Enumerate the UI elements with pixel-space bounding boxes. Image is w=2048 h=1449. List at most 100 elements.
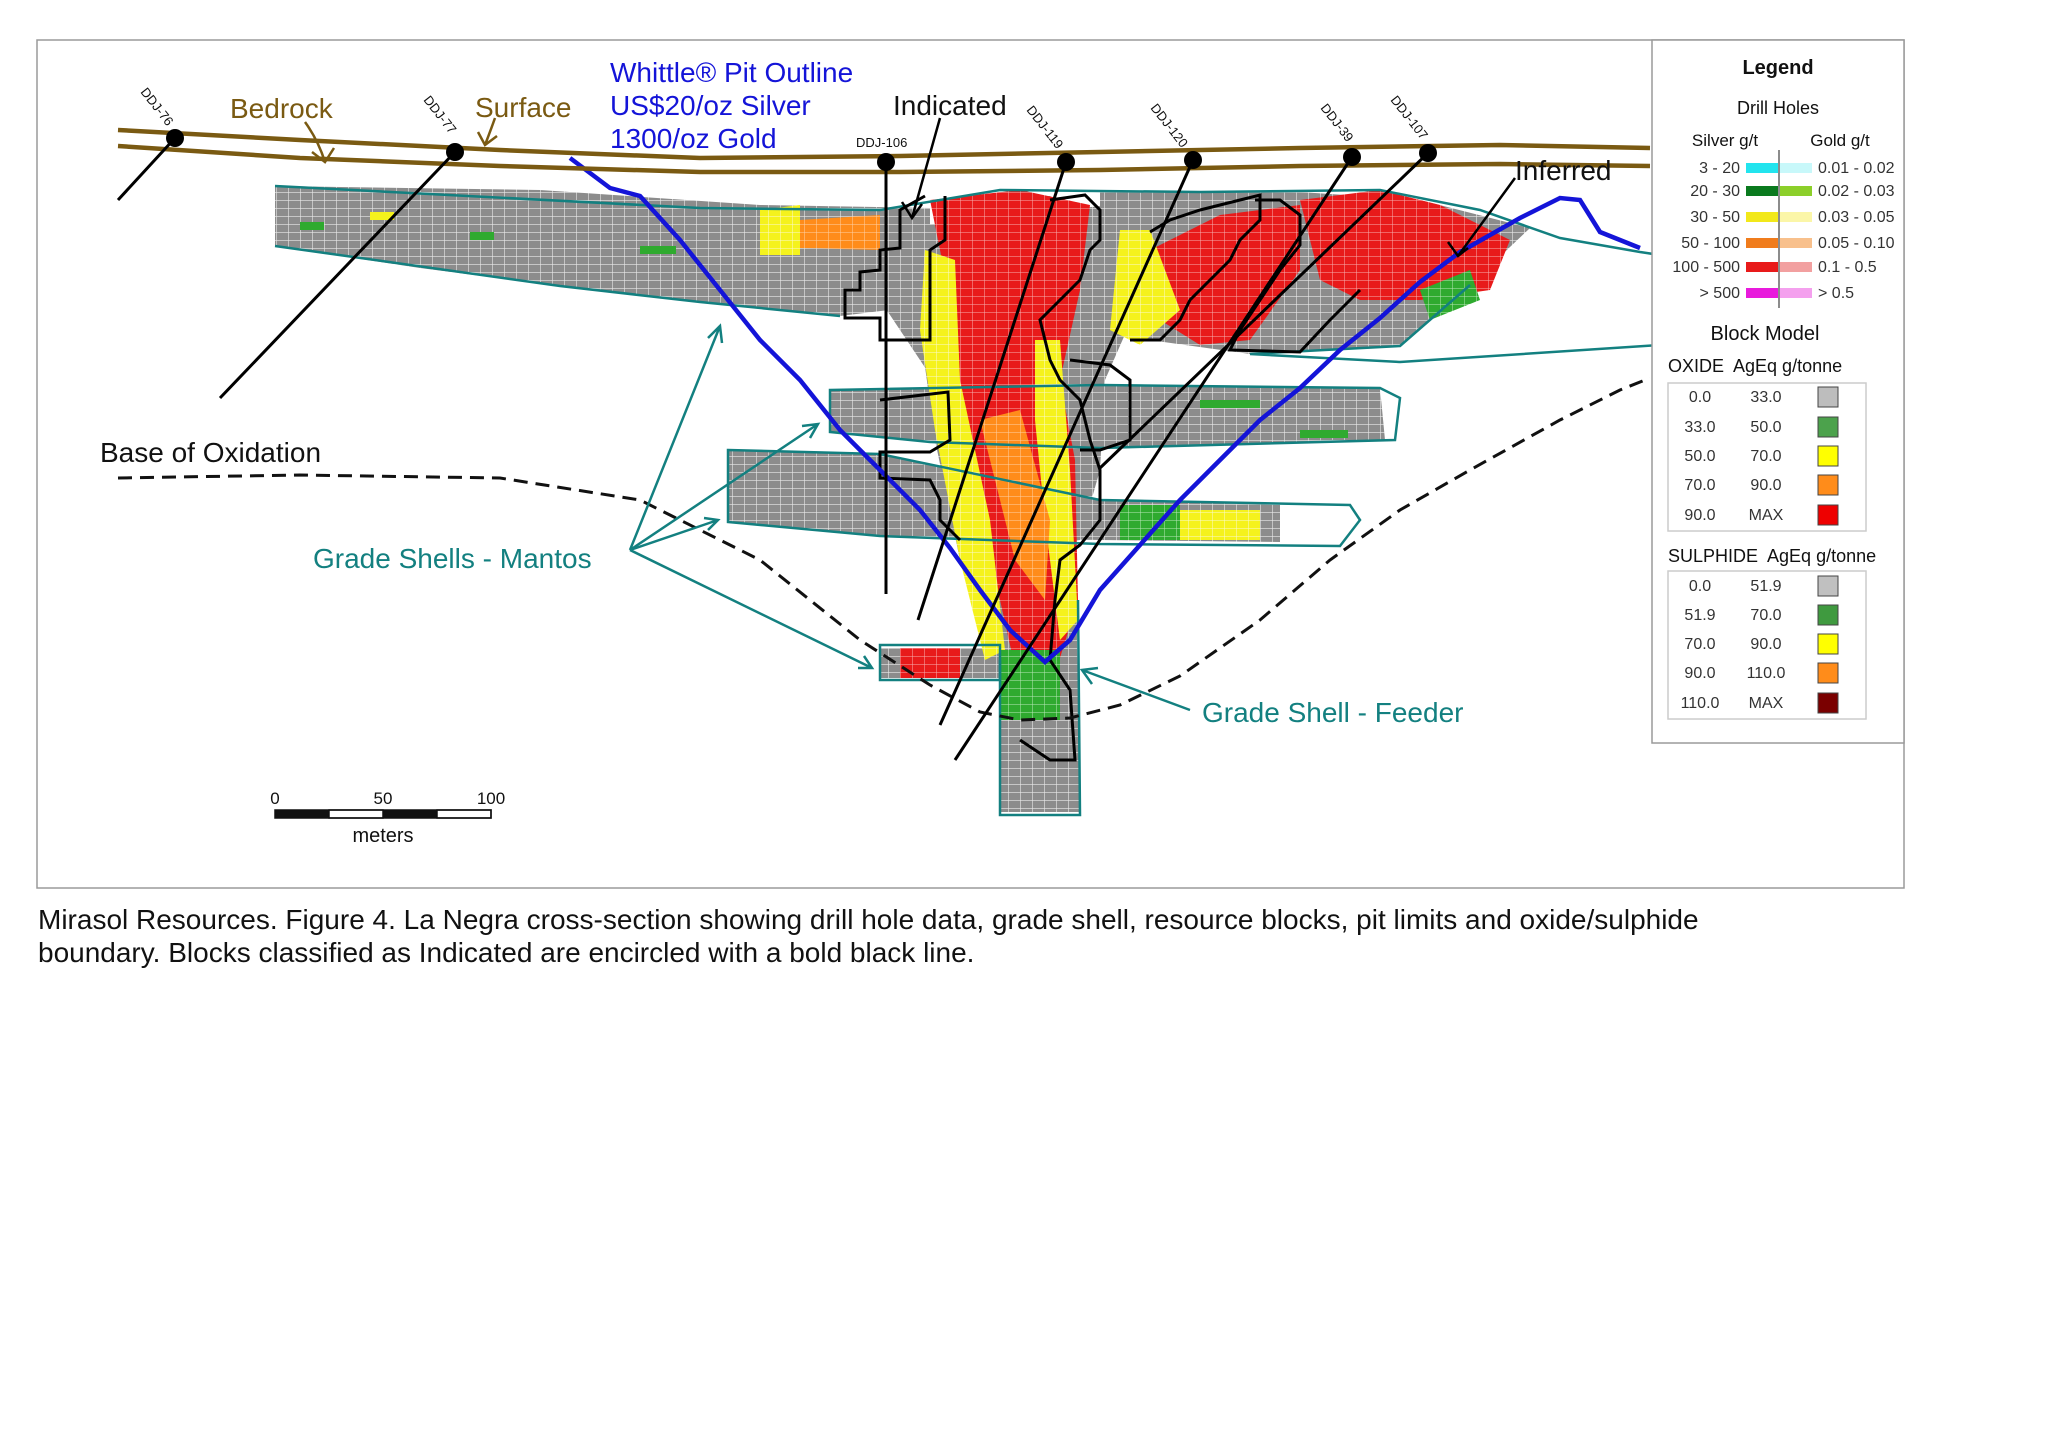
- gold-range: 0.01 - 0.02: [1818, 160, 1895, 177]
- drill-trace-ddj-76: [116, 136, 177, 202]
- gold-swatch: [1780, 186, 1812, 196]
- orange-upper: [800, 215, 880, 250]
- scale-tick-100: 100: [477, 789, 505, 808]
- sulphide-to: 90.0: [1750, 636, 1781, 653]
- inferred-arrow: [1446, 177, 1517, 258]
- oxide-swatch: [1817, 386, 1839, 408]
- caption-line-2: boundary. Blocks classified as Indicated…: [38, 937, 975, 968]
- oxide-to: 90.0: [1750, 477, 1781, 494]
- silver-range: 50 - 100: [1681, 235, 1740, 252]
- scale-bar: 0 50 100 meters: [270, 789, 505, 847]
- gold-range: 0.1 - 0.5: [1818, 259, 1877, 276]
- orange-feeder: [980, 410, 1050, 600]
- silver-swatch: [1746, 186, 1778, 196]
- sulphide-swatch: [1817, 692, 1839, 714]
- shell-upper-base: [274, 244, 841, 318]
- yellow-east: [1110, 230, 1180, 345]
- scale-segment-2: [328, 809, 384, 819]
- sulphide-rows: 0.0 51.9 51.9 70.0 70.0 90.0 90.0 110.0 …: [1681, 575, 1839, 714]
- green-speck-2: [470, 232, 494, 240]
- indicated-arrow: [900, 117, 942, 221]
- silver-range: 3 - 20: [1699, 160, 1740, 177]
- oxide-from: 90.0: [1684, 507, 1715, 524]
- pit-outline: [568, 156, 1641, 666]
- pit-label-line2: US$20/oz Silver: [610, 90, 811, 121]
- silver-swatch: [1746, 238, 1778, 248]
- sulphide-from: 70.0: [1684, 636, 1715, 653]
- annotation-arrows: [303, 117, 1517, 712]
- surface-arrow: [476, 117, 498, 147]
- label-ddj-106: DDJ-106: [856, 135, 907, 150]
- drill-trace-ddj-120: [938, 159, 1195, 726]
- drill-trace-ddj-107: [1098, 151, 1430, 470]
- shell-upper: [274, 184, 1661, 257]
- oxide-from: 0.0: [1689, 389, 1711, 406]
- silver-range: > 500: [1700, 285, 1741, 302]
- indicated-west: [843, 194, 947, 342]
- bedrock-line: [117, 143, 1651, 175]
- legend-silver-header: Silver g/t: [1692, 131, 1758, 150]
- oxide-from: 70.0: [1684, 477, 1715, 494]
- shell-east-base: [1249, 284, 1661, 364]
- manto-middle: [830, 385, 1385, 448]
- gold-swatch: [1780, 262, 1812, 272]
- gold-range: 0.02 - 0.03: [1818, 183, 1895, 200]
- scale-tick-50: 50: [374, 789, 393, 808]
- indicated-east-2: [1227, 198, 1362, 354]
- figure-caption: Mirasol Resources. Figure 4. La Negra cr…: [38, 903, 1918, 969]
- mantos-arrow-4: [629, 548, 875, 670]
- drill-trace-ddj-119: [916, 161, 1068, 621]
- indicated-center: [1069, 358, 1132, 452]
- yellow-lower: [1180, 510, 1260, 540]
- indicated-east-1: [1130, 193, 1262, 342]
- collar-ddj-106: [877, 153, 895, 171]
- collar-ddj-107: [1419, 144, 1437, 162]
- yellow-upper: [760, 205, 800, 255]
- indicated-west-lower: [878, 390, 962, 542]
- mantos-arrow-1: [628, 323, 724, 551]
- drill-collars: [166, 129, 1437, 171]
- sulphide-swatch: [1817, 604, 1839, 626]
- yellow-feeder-west: [920, 250, 1005, 660]
- legend: Legend Drill Holes Silver g/t Gold g/t 3…: [1651, 39, 1905, 744]
- indicated-label: Indicated: [893, 90, 1007, 121]
- gold-range: > 0.5: [1818, 285, 1854, 302]
- sulphide-from: 0.0: [1689, 578, 1711, 595]
- shell-middle: [828, 383, 1402, 450]
- oxide-from: 33.0: [1684, 419, 1715, 436]
- green-speck-1: [300, 222, 324, 230]
- oxide-to: MAX: [1749, 507, 1784, 524]
- legend-gold-header: Gold g/t: [1810, 131, 1870, 150]
- shell-feeder: [998, 599, 1082, 817]
- oxide-to: 33.0: [1750, 389, 1781, 406]
- hot-deep: [900, 648, 960, 678]
- legend-drill-holes-title: Drill Holes: [1737, 98, 1819, 118]
- legend-row: 30 - 50 0.03 - 0.05: [1690, 209, 1894, 226]
- inferred-label: Inferred: [1515, 155, 1612, 186]
- oxide-swatch: [1817, 416, 1839, 438]
- yellow-speck-1: [370, 212, 394, 220]
- grade-blocks: [300, 190, 1510, 720]
- drill-holes: [116, 136, 1430, 761]
- green-east: [1420, 270, 1480, 320]
- silver-range: 100 - 500: [1672, 259, 1740, 276]
- scale-outline: [274, 809, 492, 819]
- legend-row: 3 - 20 0.01 - 0.02: [1699, 160, 1895, 177]
- bedrock-label: Bedrock: [230, 93, 334, 124]
- indicated-feeder: [1019, 193, 1102, 762]
- gold-range: 0.03 - 0.05: [1818, 209, 1895, 226]
- drill-trace-ddj-39: [953, 156, 1354, 761]
- mantos-arrow-2: [629, 422, 821, 552]
- silver-swatch: [1746, 262, 1778, 272]
- scale-tick-0: 0: [270, 789, 279, 808]
- mantos-arrow-3: [629, 516, 721, 552]
- green-speck-3: [640, 246, 676, 254]
- indicated-outlines: [843, 193, 1362, 762]
- legend-oxide-header: OXIDE AgEq g/tonne: [1668, 356, 1842, 376]
- sulphide-to: 51.9: [1750, 578, 1781, 595]
- pit-label-line1: Whittle® Pit Outline: [610, 57, 853, 88]
- legend-title: Legend: [1742, 57, 1813, 79]
- oxide-swatch: [1817, 474, 1839, 496]
- hot-east-2: [1300, 190, 1510, 300]
- drill-trace-ddj-77: [218, 150, 457, 400]
